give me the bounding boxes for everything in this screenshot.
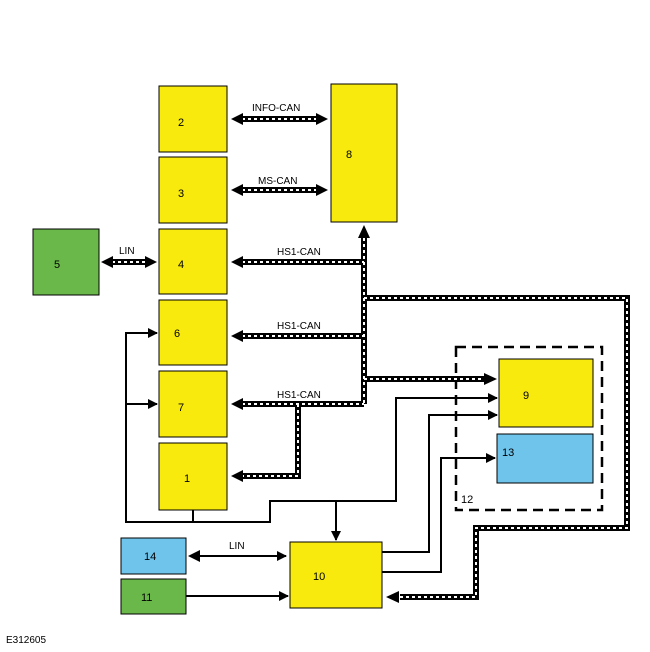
module-8-label: 8: [346, 149, 352, 161]
info-can-label: INFO-CAN: [252, 103, 300, 114]
hardwired-links: LIN: [125, 328, 498, 601]
module-1-label: 1: [184, 473, 190, 485]
module-10: 10: [289, 541, 383, 609]
module-4-label: 4: [178, 259, 184, 271]
figure-id: E312605: [6, 635, 46, 646]
module-14-label: 14: [144, 551, 156, 563]
module-4: 4: [158, 228, 228, 295]
module-1: 1: [158, 442, 228, 511]
module-2-label: 2: [178, 117, 184, 129]
module-10-label: 10: [313, 571, 325, 583]
module-14: 14: [120, 537, 187, 575]
hs1-can-label-7: HS1-CAN: [277, 390, 321, 401]
module-13: 13: [496, 433, 594, 484]
module-3: 3: [158, 156, 228, 224]
module-3-label: 3: [178, 188, 184, 200]
hs1-can-label-4: HS1-CAN: [277, 247, 321, 258]
module-6-label: 6: [174, 328, 180, 340]
info-can-bus: INFO-CAN: [231, 103, 328, 125]
hs1-can-trunk: HS1-CAN HS1-CAN HS1-CAN: [231, 225, 630, 603]
ms-can-bus: MS-CAN: [231, 176, 328, 196]
module-2: 2: [158, 85, 228, 153]
module-7: 7: [158, 370, 228, 438]
lin-label-14-10: LIN: [229, 541, 245, 552]
lin-label-5-4: LIN: [119, 246, 135, 257]
module-5-label: 5: [54, 259, 60, 271]
module-9: 9: [498, 358, 594, 428]
module-6: 6: [158, 299, 228, 366]
module-7-label: 7: [178, 402, 184, 414]
module-9-label: 9: [523, 390, 529, 402]
lin-bus-5-4: LIN: [101, 246, 157, 268]
group-12-boundary: [454, 345, 604, 512]
group-12-label: 12: [461, 494, 473, 506]
module-13-label: 13: [502, 447, 514, 459]
module-11: 11: [120, 578, 187, 615]
hs1-can-label-6: HS1-CAN: [277, 321, 321, 332]
module-11-label: 11: [141, 592, 152, 604]
module-5: 5: [32, 228, 100, 296]
ms-can-label: MS-CAN: [258, 176, 297, 187]
module-8: 8: [330, 83, 398, 223]
